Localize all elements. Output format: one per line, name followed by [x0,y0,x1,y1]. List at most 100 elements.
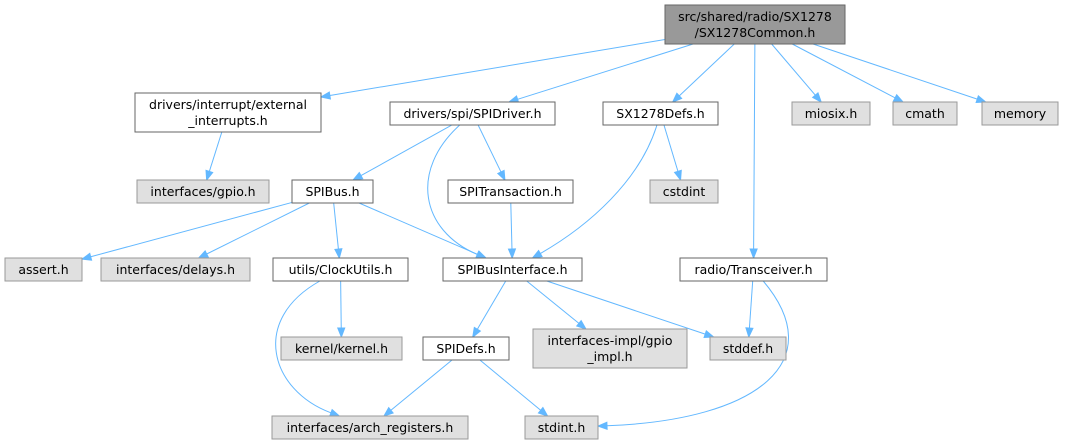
edge-arrowhead [382,406,394,417]
node-transceiver[interactable]: radio/Transceiver.h [679,257,828,282]
node-assert: assert.h [4,257,83,282]
edge-arrowhead [80,252,93,261]
node-spibus[interactable]: SPIBus.h [291,179,374,204]
node-stdint: stdint.h [524,415,599,440]
node-box [602,101,719,126]
edge-spidriver-to-spitransaction [477,124,506,182]
node-spidriver[interactable]: drivers/spi/SPIDriver.h [389,101,556,126]
node-root[interactable]: src/shared/radio/SX1278/SX1278Common.h [664,4,846,45]
node-box [679,257,828,282]
edge-sx1278defs-to-cstdint [663,124,682,182]
edge-arrowhead [892,93,905,103]
edge-clockutils-to-kernel [337,280,346,339]
node-box [271,415,469,440]
edge-line [208,131,223,172]
edge-root-to-cmath [792,43,905,103]
node-label: SX1278Defs.h [616,106,704,121]
edge-layer [80,39,988,430]
node-label: stddef.h [723,341,773,356]
edge-arrowhead [472,326,482,339]
node-clockutils[interactable]: utils/ClockUtils.h [272,257,409,282]
edge-spibusinterface-to-stddef [546,280,716,338]
node-box [524,415,599,440]
edge-arrowhead [596,421,608,430]
edge-line [358,202,478,255]
edge-arrowhead [575,319,588,330]
node-box [389,101,556,126]
edge-line [663,124,679,172]
edge-line [753,43,756,250]
edge-line [748,280,754,329]
node-label: /SX1278Common.h [695,25,816,40]
node-label: SPIDefs.h [436,341,495,356]
edge-arrowhead [507,248,517,260]
edge-root-to-ext_int [319,39,666,100]
edge-line [546,280,706,335]
node-cstdint: cstdint [649,179,719,204]
edge-line [812,43,978,100]
node-box [981,101,1059,126]
node-label: cstdint [663,184,706,199]
node-box [422,336,510,361]
edge-arrowhead [205,169,214,182]
edge-ext_int-to-gpio [205,131,223,182]
node-label: assert.h [18,262,68,277]
edge-line [540,124,658,254]
edge-arrowhead [496,169,506,182]
edge-arrowhead [328,408,341,417]
edge-spibus-to-clockutils [333,202,343,260]
edge-line [427,124,478,255]
node-sx1278defs[interactable]: SX1278Defs.h [602,101,719,126]
node-spitransaction[interactable]: SPITransaction.h [447,179,574,204]
node-box [100,257,251,282]
node-memory: memory [981,101,1059,126]
node-spidefs[interactable]: SPIDefs.h [422,336,510,361]
edge-arrowhead [351,171,364,181]
edge-arrowhead [319,91,332,100]
edge-transceiver-to-stddef [745,280,754,339]
edge-line [477,124,502,173]
node-label: SPITransaction.h [459,184,562,199]
edge-sx1278defs-to-spibusinterface [531,124,658,259]
edge-spibus-to-assert [80,201,293,261]
edge-arrowhead [537,406,549,417]
edge-line [206,202,310,255]
edge-line [275,280,332,414]
node-box [709,336,787,361]
edge-line [329,39,666,96]
node-spibusinterface[interactable]: SPIBusInterface.h [442,257,583,282]
edge-spibusinterface-to-gpioimpl [526,280,588,330]
node-label: kernel/kernel.h [295,341,388,356]
node-box [664,4,846,45]
node-box [649,179,719,204]
node-box [4,257,83,282]
node-box [272,257,409,282]
node-box [134,92,322,133]
edge-root-to-miosix [771,43,823,104]
edge-spibus-to-spibusinterface [358,202,488,259]
node-label: utils/ClockUtils.h [289,262,393,277]
edge-line [510,202,513,250]
node-box [136,179,270,204]
node-label: drivers/spi/SPIDriver.h [403,106,541,121]
node-box [532,328,688,369]
edge-line [792,43,896,99]
edge-transceiver-to-stdint [596,280,790,430]
edge-arrowhead [745,327,754,339]
edge-arrowhead [749,248,758,260]
edge-root-to-transceiver [749,43,758,260]
edge-arrowhead [673,169,682,182]
node-label: cmath [905,106,945,121]
edge-spidriver-to-spibus [351,124,453,181]
node-label: drivers/interrupt/external [149,97,307,112]
node-stddef: stddef.h [709,336,787,361]
node-box [791,101,871,126]
node-gpioimpl: interfaces-impl/gpio_impl.h [532,328,688,369]
edge-line [340,280,342,329]
node-label: interfaces/arch_registers.h [287,420,454,435]
edge-arrowhead [975,94,988,103]
node-ext_int[interactable]: drivers/interrupt/external_interrupts.h [134,92,322,133]
edge-line [606,280,790,427]
edge-spidefs-to-archregs [382,359,453,417]
edge-arrowhead [531,249,543,259]
